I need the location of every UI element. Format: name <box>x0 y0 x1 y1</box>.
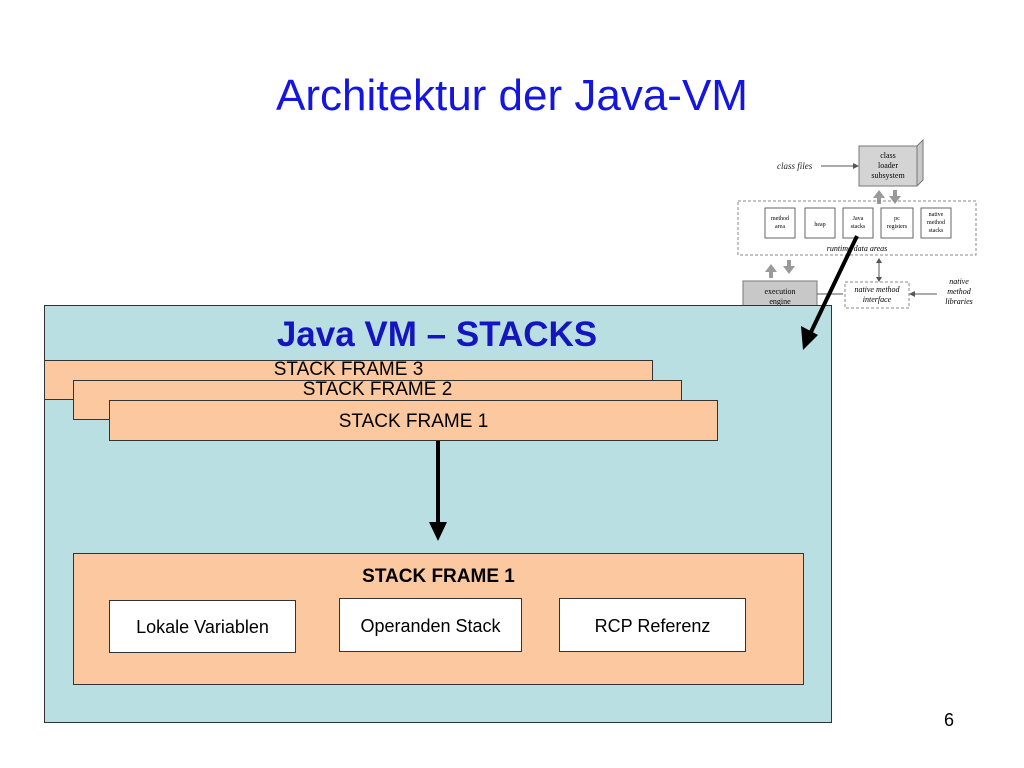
thumb-lib-1: method <box>947 287 972 296</box>
thumb-lib-2: libraries <box>945 297 973 306</box>
thumb-class-loader-0: class <box>880 151 896 160</box>
detail-title: STACK FRAME 1 <box>362 566 515 587</box>
thumb-class-loader-1: loader <box>878 161 898 170</box>
page-number: 6 <box>944 710 955 730</box>
panel-title: Java VM – STACKS <box>276 315 598 354</box>
stack-frame-1: STACK FRAME 1 <box>109 400 718 441</box>
thumb-class-files: class files <box>777 161 813 171</box>
thumb-area-4-2: stacks <box>929 228 944 234</box>
thumb-nmi-1: interface <box>863 295 892 304</box>
thumb-area-3-0: pc <box>894 216 900 222</box>
arrow-from-thumbnail <box>809 235 859 333</box>
stack-frame-2-label: STACK FRAME 2 <box>302 380 453 400</box>
stack-frame-1-label: STACK FRAME 1 <box>338 411 489 432</box>
stack-frame-3-label: STACK FRAME 3 <box>273 360 424 380</box>
thumb-area-3-1: registers <box>887 224 908 230</box>
thumb-exec-1: engine <box>769 297 791 306</box>
rcp-reference-cell: RCP Referenz <box>559 598 746 652</box>
thumb-area-4-1: method <box>927 220 945 226</box>
thumb-nmi-0: native method <box>854 285 900 294</box>
thumb-area-4-0: native <box>929 212 944 218</box>
thumb-area-0-0: method <box>771 216 789 222</box>
thumb-area-2-1: stacks <box>851 224 866 230</box>
thumb-area-2-0: Java <box>853 216 864 222</box>
thumb-runtime-label: runtime data areas <box>827 244 888 253</box>
thumb-area-boxes <box>764 207 952 239</box>
thumb-class-loader-2: subsystem <box>871 171 905 180</box>
arrow-from-thumbnail-head <box>801 326 818 350</box>
local-variables-cell: Lokale Variablen <box>109 600 296 653</box>
thumb-area-0-1: area <box>775 224 785 230</box>
thumb-lib-0: native <box>949 277 969 286</box>
slide-title: Architektur der Java-VM <box>276 71 748 120</box>
thumb-exec-0: execution <box>764 287 795 296</box>
arrow-to-detail-head <box>429 522 447 541</box>
thumb-area-1-0: heap <box>814 222 825 228</box>
operand-stack-cell: Operanden Stack <box>339 598 522 652</box>
